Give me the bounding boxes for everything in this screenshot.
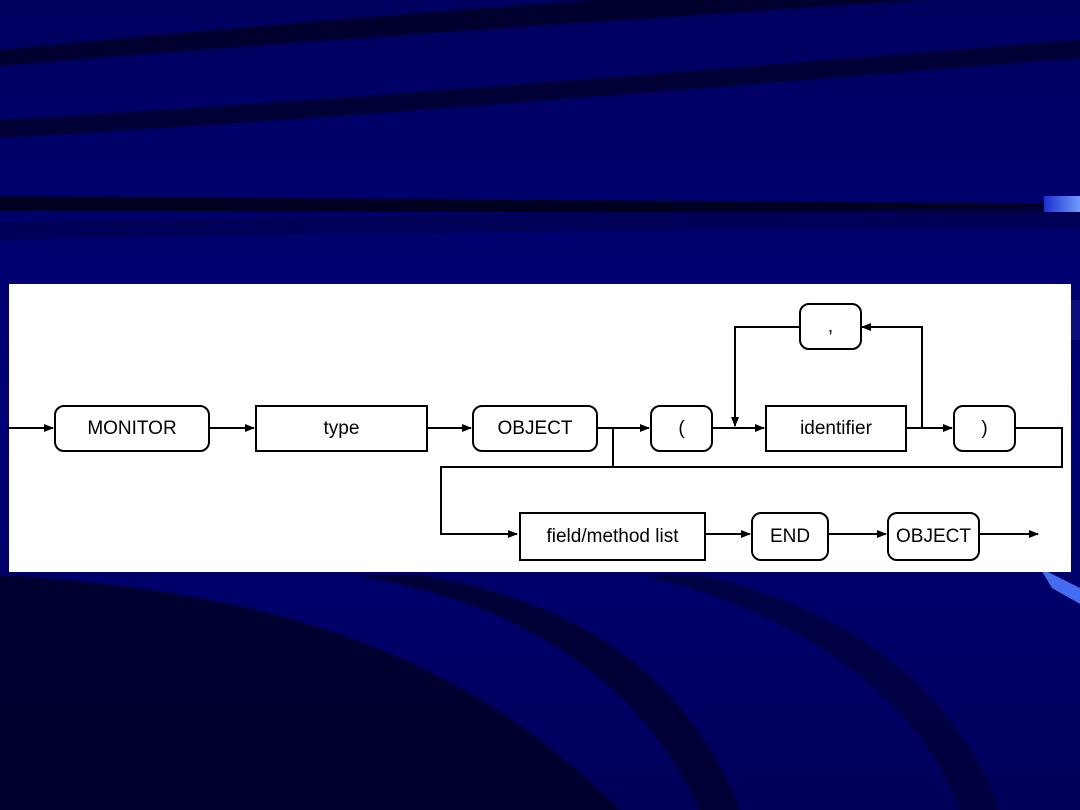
node-object: OBJECT [472, 405, 598, 452]
node-end: END [751, 512, 829, 561]
node-close-paren: ) [953, 405, 1016, 452]
node-object-end: OBJECT [887, 512, 980, 561]
node-type: type [255, 405, 428, 452]
edge-comma-identifier [731, 326, 799, 427]
accent-bar-top [1044, 196, 1080, 212]
node-monitor: MONITOR [54, 405, 210, 452]
node-identifier: identifier [765, 405, 907, 452]
node-comma: , [799, 303, 862, 350]
syntax-diagram-panel: MONITOR type OBJECT ( identifier ) , fie… [9, 284, 1071, 572]
edge-close-paren-return [440, 427, 1063, 538]
node-field-method-list: field/method list [519, 512, 706, 561]
diagram-connectors [9, 323, 1063, 538]
accent-streak-bottom [1040, 568, 1080, 604]
edge-identifier-comma [861, 323, 923, 428]
node-open-paren: ( [650, 405, 713, 452]
